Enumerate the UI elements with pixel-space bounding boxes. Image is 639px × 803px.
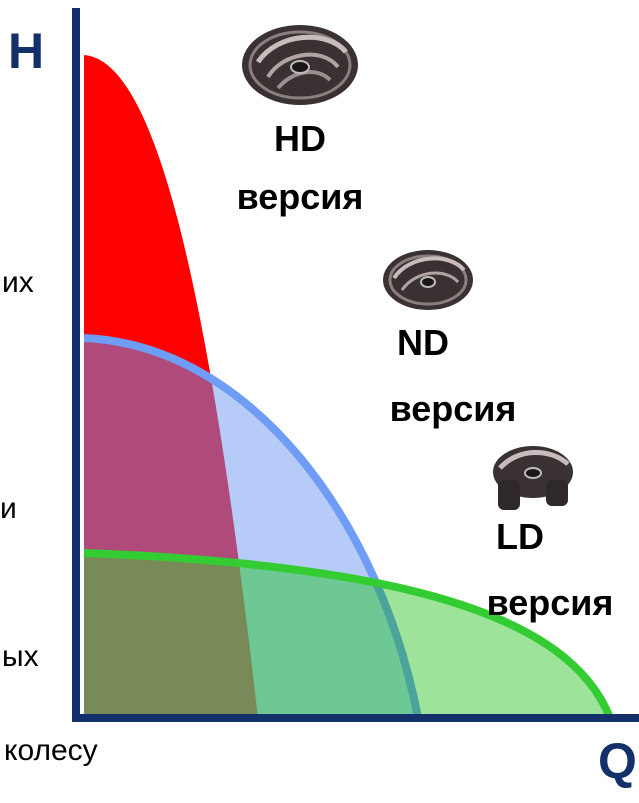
nd-version-word: версия <box>389 388 517 429</box>
x-axis-label: Q <box>598 733 637 789</box>
ld-version-name: LD <box>496 516 544 557</box>
ld-curve <box>83 549 614 720</box>
left-fragment-3: ых <box>2 640 39 673</box>
bottom-fragment: колесу <box>4 734 98 767</box>
left-fragment-1: их <box>2 266 34 299</box>
nd-curve-overlap <box>84 553 422 718</box>
y-axis-label: H <box>8 23 45 79</box>
nd-version-name: ND <box>397 322 449 363</box>
hd-version-word: версия <box>236 176 364 217</box>
impeller-icon <box>242 25 358 105</box>
left-fragment-2: и <box>0 492 17 525</box>
hd-version-name: HD <box>274 118 326 159</box>
ld-version-word: версия <box>486 582 614 623</box>
impeller-icon <box>493 446 573 510</box>
impeller-icon <box>383 250 473 310</box>
